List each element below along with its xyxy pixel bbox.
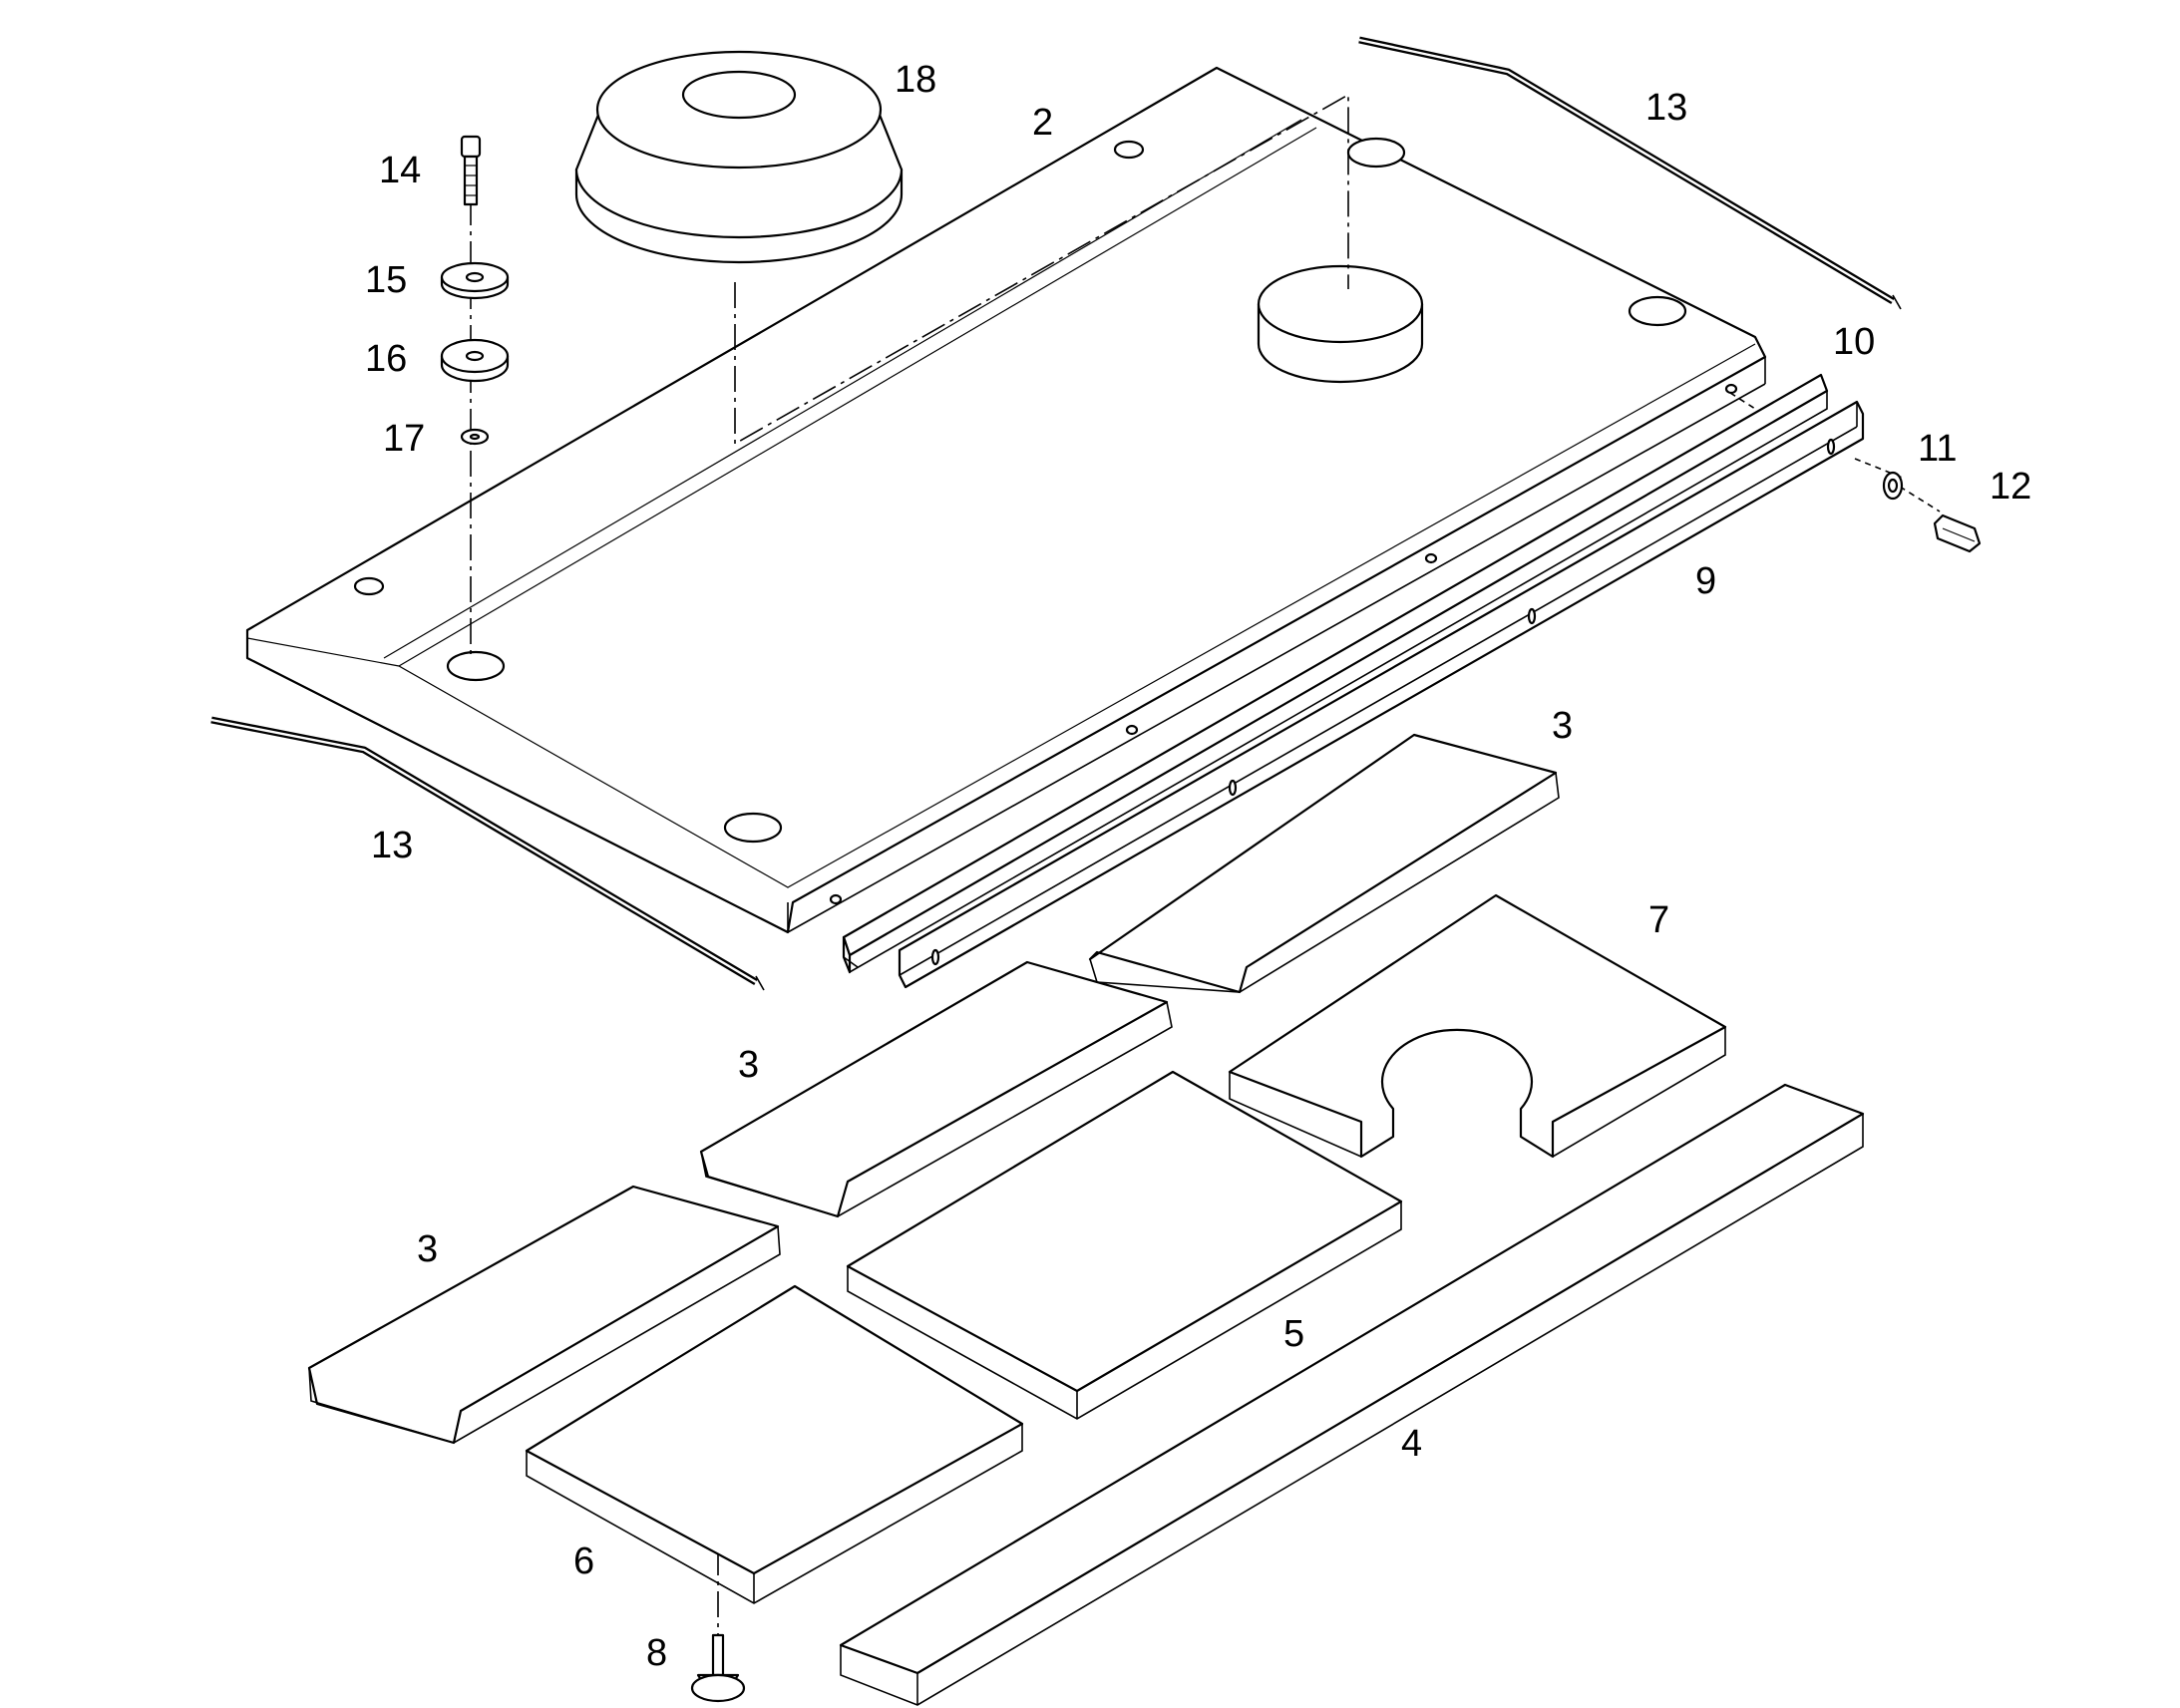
part-10-channel-rail	[842, 373, 1829, 974]
label-part-11: 11	[1918, 428, 1957, 470]
label-part-6: 6	[573, 1540, 594, 1582]
label-part-3-middle: 3	[738, 1044, 759, 1086]
part-labels: 2 3 3 3 4 5 6 7 8 9 10 11 12 13 13 14 15…	[365, 59, 2031, 1674]
part-15-washer	[440, 261, 510, 300]
part-17-lock-washer	[460, 428, 490, 446]
part-5-large-pad	[846, 1070, 1403, 1420]
part-11-washer	[1882, 471, 1904, 501]
part-8-foot-screw	[690, 1633, 746, 1703]
label-part-8: 8	[646, 1632, 667, 1674]
part-12-hex-bolt	[1933, 513, 1982, 553]
part-13-edge-profile-bottom	[210, 716, 765, 991]
label-part-17: 17	[383, 418, 425, 460]
part-4-long-bar	[839, 1083, 1865, 1706]
label-part-5: 5	[1283, 1313, 1304, 1355]
part-3-pad-upper-right	[1088, 733, 1560, 994]
part-3-pad-middle	[699, 960, 1173, 1218]
label-part-3-lower: 3	[417, 1228, 438, 1270]
label-part-3-upper: 3	[1552, 705, 1573, 747]
label-part-14: 14	[379, 150, 421, 191]
part-9-flat-strip	[898, 400, 1865, 989]
label-part-15: 15	[365, 259, 407, 301]
label-part-18: 18	[895, 59, 936, 101]
part-3-pad-lower-left	[307, 1185, 781, 1445]
label-part-10: 10	[1833, 321, 1875, 363]
label-part-13-bottom: 13	[371, 825, 413, 866]
label-part-9: 9	[1695, 560, 1716, 602]
part-14-socket-screw	[460, 135, 482, 206]
label-part-12: 12	[1990, 466, 2031, 508]
part-16-washer	[440, 338, 510, 383]
label-part-16: 16	[365, 338, 407, 380]
part-18-dome-foot	[574, 50, 904, 264]
label-part-13-top: 13	[1645, 87, 1687, 129]
label-part-7: 7	[1648, 899, 1669, 941]
label-part-4: 4	[1401, 1423, 1422, 1465]
part-6-pad	[525, 1284, 1024, 1604]
part-7-pad-with-cutout	[1228, 893, 1727, 1159]
label-part-2: 2	[1032, 102, 1053, 144]
part-13-edge-profile-top	[1358, 36, 1902, 310]
